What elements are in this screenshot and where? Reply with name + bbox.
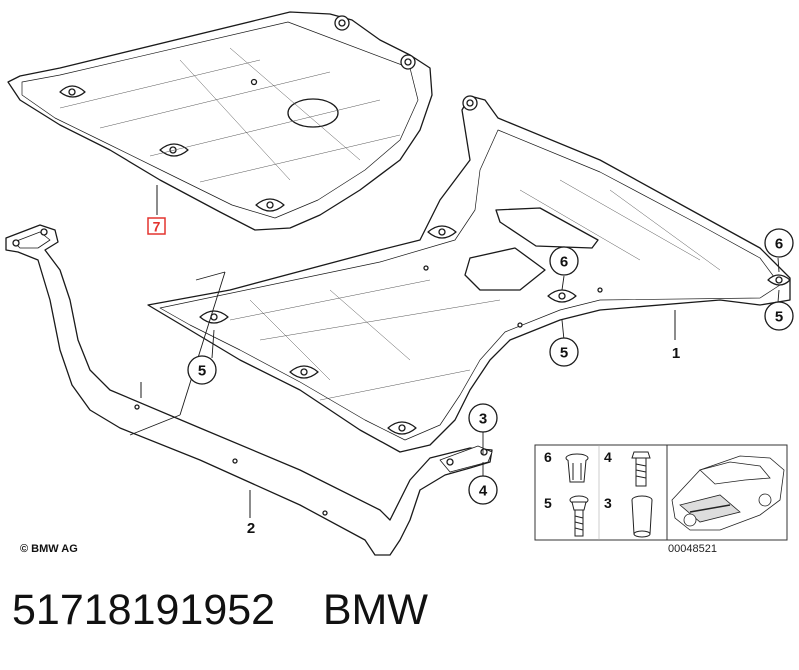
callout-5-left: 5 xyxy=(187,355,217,385)
legend-item-5: 5 xyxy=(544,495,589,537)
fastener-legend: 6 4 5 xyxy=(534,444,788,555)
svg-text:6: 6 xyxy=(775,236,783,253)
svg-text:5: 5 xyxy=(544,495,552,511)
svg-text:3: 3 xyxy=(479,411,487,428)
part-caption: 51718191952 BMW xyxy=(12,580,428,640)
legend-item-4: 4 xyxy=(604,449,651,487)
legend-item-6: 6 xyxy=(544,449,589,483)
svg-text:5: 5 xyxy=(198,363,206,380)
label-part-1: 1 xyxy=(672,345,680,362)
svg-text:6: 6 xyxy=(560,254,568,271)
label-part-2: 2 xyxy=(247,520,255,537)
part-number: 51718191952 xyxy=(12,586,276,634)
svg-text:5: 5 xyxy=(775,309,783,326)
svg-text:3: 3 xyxy=(604,495,612,511)
cross-member-part-2 xyxy=(5,224,493,556)
svg-text:6: 6 xyxy=(544,449,552,465)
svg-text:7: 7 xyxy=(153,219,161,235)
callout-4: 4 xyxy=(468,475,498,505)
callout-6-center: 6 xyxy=(549,246,579,276)
leader-lines xyxy=(129,257,780,478)
legend-item-3: 3 xyxy=(604,495,653,538)
svg-text:4: 4 xyxy=(604,449,612,465)
screw-icon xyxy=(569,495,589,537)
diagram-number: 00048521 xyxy=(668,543,717,555)
copyright: © BMW AG xyxy=(20,543,78,555)
callout-6-right: 6 xyxy=(764,228,794,258)
vehicle-location-icon xyxy=(671,455,785,531)
expanding-nut-icon xyxy=(565,453,589,483)
callout-5-right: 5 xyxy=(764,301,794,331)
svg-text:4: 4 xyxy=(479,483,488,500)
underbody-shield-part-7 xyxy=(7,11,433,231)
label-part-7: 7 xyxy=(147,217,166,235)
spacer-sleeve-icon xyxy=(631,495,653,538)
brand-name: BMW xyxy=(322,586,428,634)
hex-bolt-icon xyxy=(631,451,651,487)
underbody-cover-part-1 xyxy=(147,95,791,453)
svg-text:5: 5 xyxy=(560,345,568,362)
callout-5-center: 5 xyxy=(549,337,579,367)
callout-3: 3 xyxy=(468,403,498,433)
